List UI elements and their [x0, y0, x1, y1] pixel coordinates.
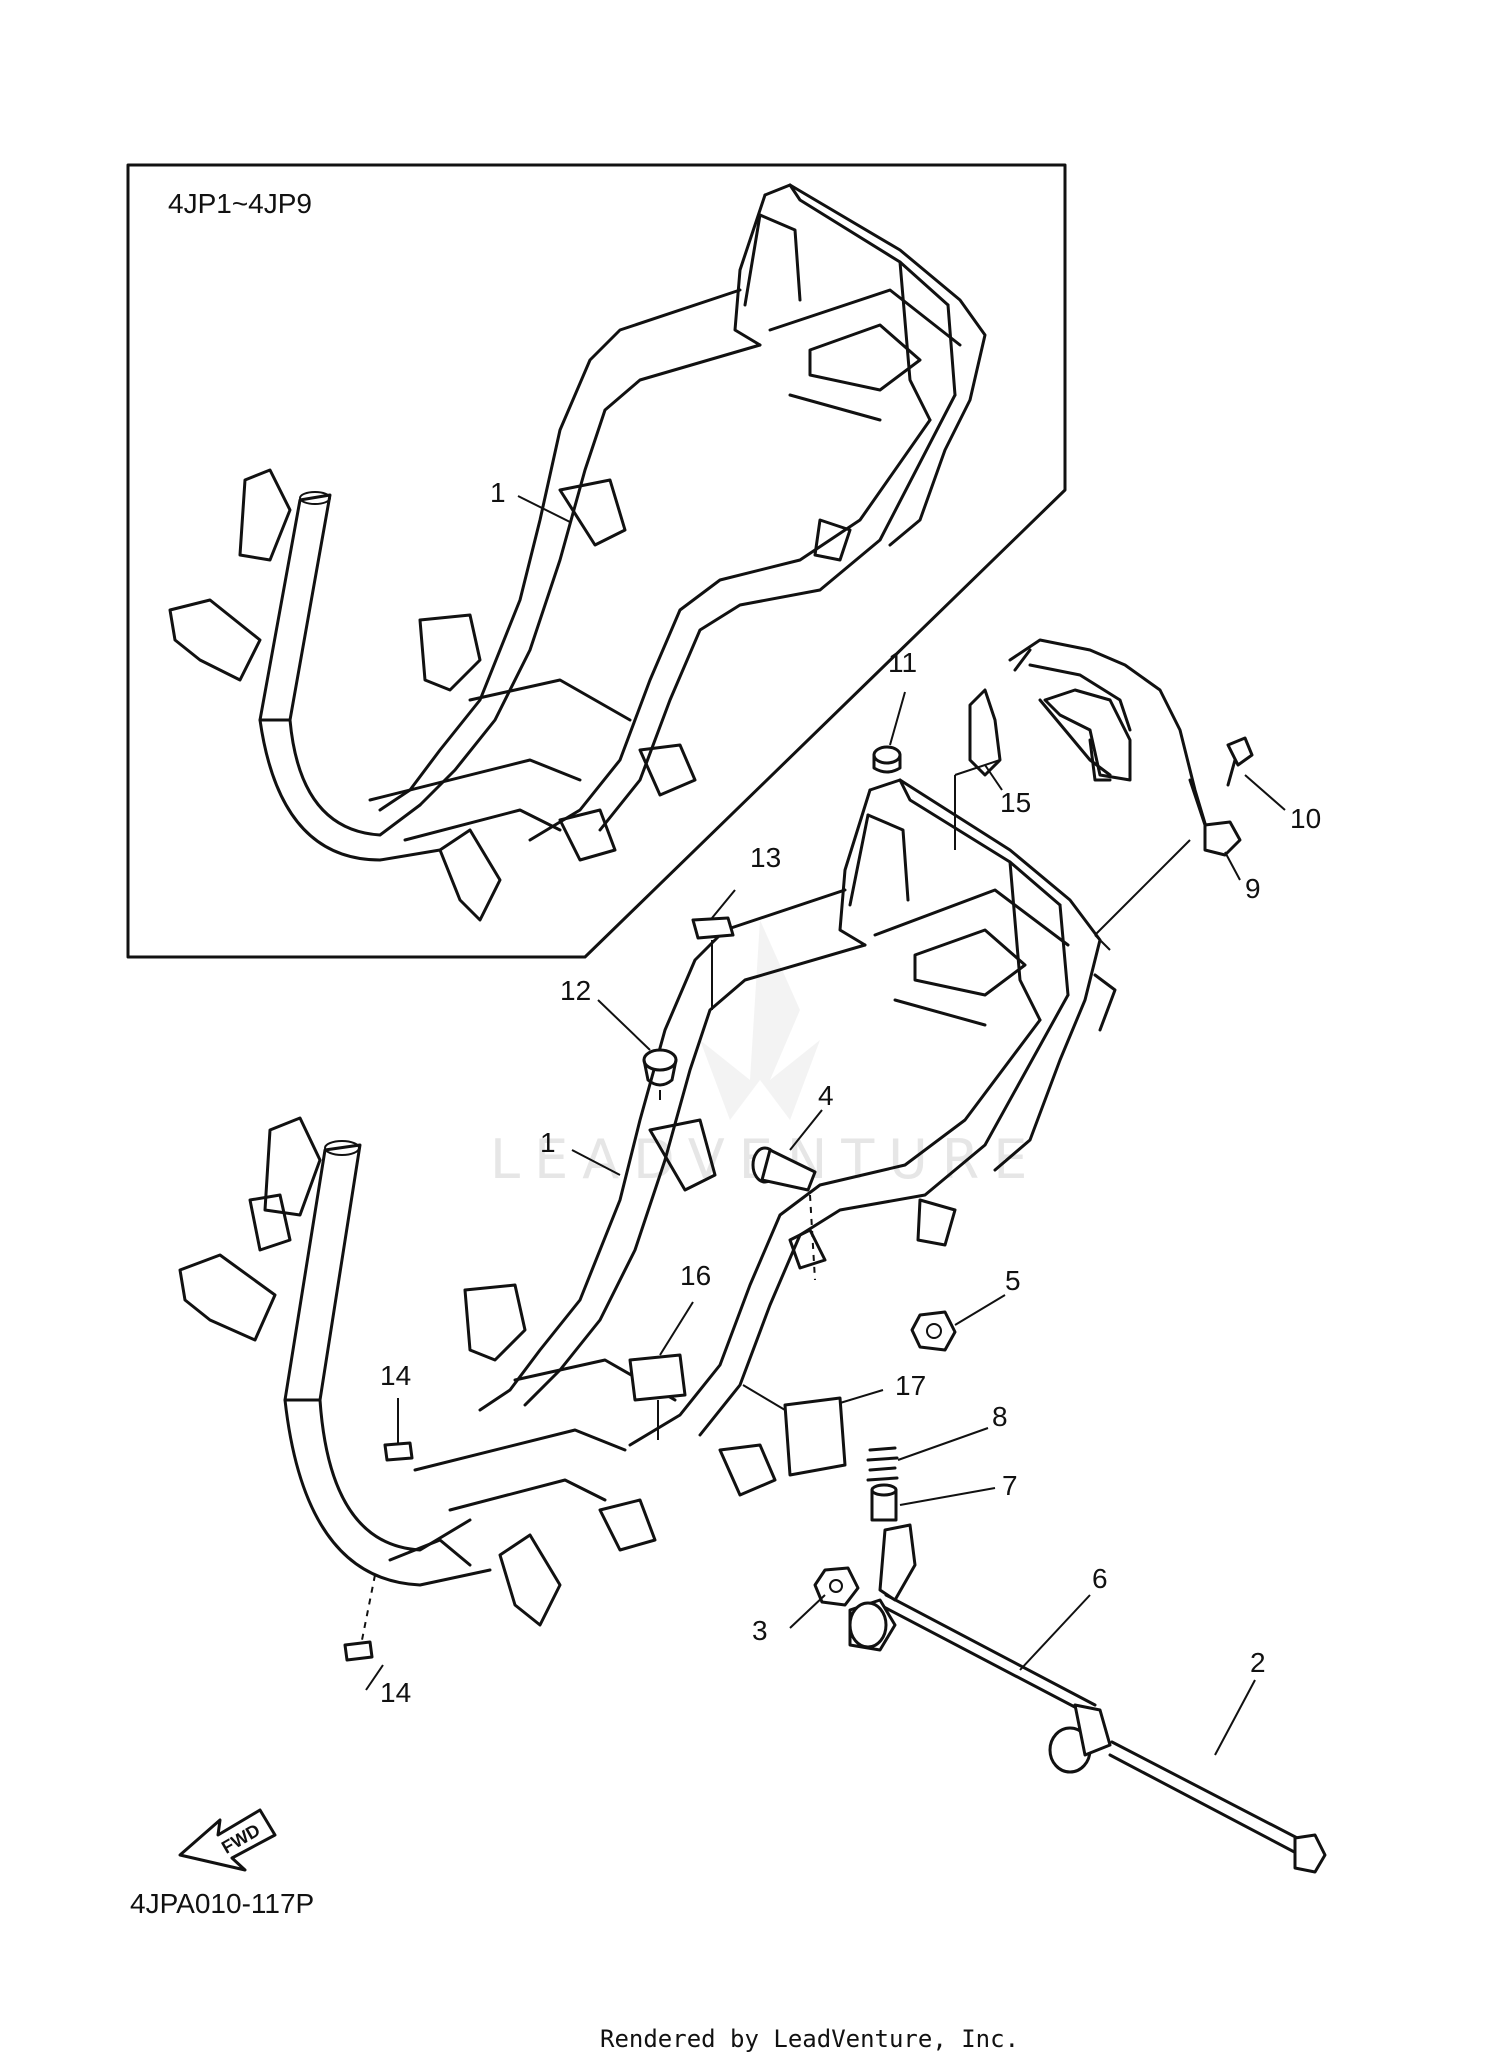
callout-part-10: 10: [1290, 803, 1321, 834]
callout-part-5: 5: [1005, 1265, 1021, 1296]
inset-frame-drawing: [168, 183, 987, 922]
callout-numbers: 1 2 3 4 5 6 7 8 9 10 11 15 12 13 14 14 1…: [380, 647, 1321, 1708]
callout-part-14-upper: 14: [380, 1360, 411, 1391]
callout-part-13: 13: [750, 842, 781, 873]
callout-part-15: 15: [1000, 787, 1031, 818]
part-7-collar: [870, 1483, 898, 1522]
inset-box: 4JP1~4JP9: [126, 163, 1067, 959]
callout-part-16: 16: [680, 1260, 711, 1291]
callout-part-2: 2: [1250, 1647, 1266, 1678]
part-12-grommet: [642, 1048, 678, 1087]
part-3-nut: [813, 1566, 860, 1607]
part-10-bolt: [1226, 736, 1254, 787]
part-17-label: [783, 1396, 847, 1477]
part-5-nut: [910, 1310, 957, 1352]
callout-part-11: 11: [888, 647, 917, 678]
callout-part-1: 1: [540, 1127, 556, 1158]
part-6-shaft: [848, 1523, 1112, 1774]
part-4-bolt: [751, 1146, 817, 1192]
leader-inset-1: [517, 495, 571, 523]
render-credit: Rendered by LeadVenture, Inc.: [600, 2025, 1019, 2053]
fwd-direction-arrow: FWD: [178, 1808, 277, 1872]
callout-inset-1: 1: [490, 477, 506, 508]
callout-part-14-lower: 14: [380, 1677, 411, 1708]
part-16-label: [628, 1353, 687, 1402]
part-8-spring: [866, 1446, 899, 1482]
callout-part-8: 8: [992, 1401, 1008, 1432]
diagram-reference-code: 4JPA010-117P: [130, 1888, 314, 1919]
callout-part-4: 4: [818, 1080, 834, 1111]
watermark-logo: [700, 920, 820, 1120]
part-2-bolt: [1108, 1740, 1327, 1874]
part-14-clip-upper: [383, 1441, 414, 1462]
callout-part-7: 7: [1002, 1470, 1018, 1501]
main-frame-drawing: [178, 778, 1117, 1627]
part-13-pad: [691, 916, 735, 940]
part-9-bracket: [1008, 638, 1242, 857]
leader-lines: [361, 691, 1286, 1756]
part-11-grommet: [872, 745, 902, 774]
callout-part-6: 6: [1092, 1563, 1108, 1594]
callout-part-17: 17: [895, 1370, 926, 1401]
part-14-clip-lower: [343, 1640, 374, 1662]
callout-part-12: 12: [560, 975, 591, 1006]
callout-part-3: 3: [752, 1615, 768, 1646]
inset-model-range: 4JP1~4JP9: [168, 188, 312, 219]
callout-part-9: 9: [1245, 873, 1261, 904]
